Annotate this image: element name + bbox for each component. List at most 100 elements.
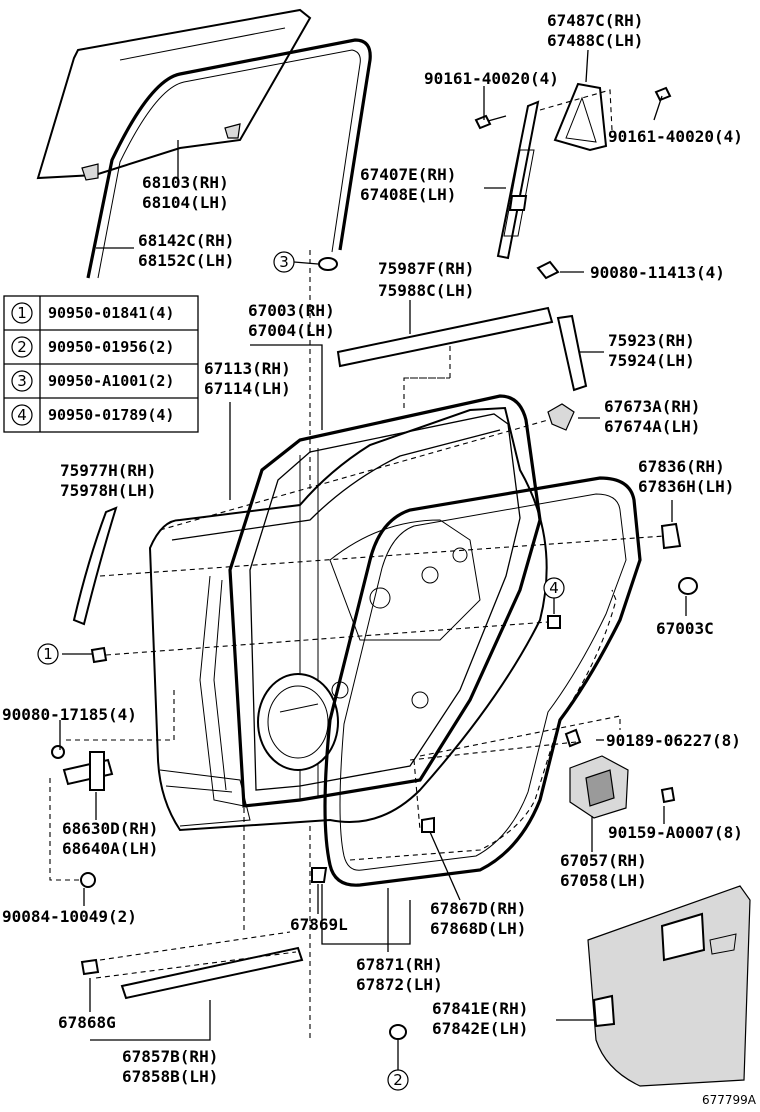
svg-text:2: 2	[393, 1071, 403, 1089]
part-label-90084-10049: 90084-10049(2)	[2, 907, 137, 926]
part-label-67003c: 67003C	[656, 619, 714, 638]
svg-text:67674A(LH): 67674A(LH)	[604, 417, 700, 436]
clip-drawings	[90, 522, 698, 1040]
door-glass-drawing	[36, 8, 312, 181]
svg-text:67841E(RH): 67841E(RH)	[432, 999, 528, 1018]
legend-marker: 2	[17, 338, 27, 356]
svg-text:67004(LH): 67004(LH)	[248, 321, 335, 340]
clip-3-drawing	[309, 250, 338, 1040]
part-label-75923: 75923(RH) 75924(LH)	[608, 331, 695, 370]
part-label-67841e: 67841E(RH) 67842E(LH)	[432, 999, 528, 1038]
svg-text:3: 3	[279, 253, 289, 271]
svg-text:67114(LH): 67114(LH)	[204, 379, 291, 398]
part-label-67673a: 67673A(RH) 67674A(LH)	[604, 397, 700, 436]
svg-text:68142C(RH): 68142C(RH)	[138, 231, 234, 250]
svg-text:67673A(RH): 67673A(RH)	[604, 397, 700, 416]
part-label-90161-40020-upper: 90161-40020(4)	[424, 69, 559, 88]
svg-text:68630D(RH): 68630D(RH)	[62, 819, 158, 838]
part-label-67868g: 67868G	[58, 1013, 116, 1032]
part-label-90189-06227: 90189-06227(8)	[606, 731, 741, 750]
part-label-67487c: 67487C(RH) 67488C(LH)	[547, 11, 643, 50]
legend-row: 1 90950-01841(4)	[11, 302, 174, 324]
part-label-90161-40020-right: 90161-40020(4)	[608, 127, 743, 146]
belt-weatherstrip-drawing	[80, 931, 304, 1000]
svg-text:67842E(LH): 67842E(LH)	[432, 1019, 528, 1038]
leader-lines	[59, 49, 687, 1041]
part-label-75987f: 75987F(RH) 75988C(LH)	[378, 259, 474, 300]
legend-part-code: 90950-01789(4)	[48, 406, 174, 424]
svg-text:67857B(RH): 67857B(RH)	[122, 1047, 218, 1066]
svg-text:67872(LH): 67872(LH)	[356, 975, 443, 994]
part-label-90080-17185: 90080-17185(4)	[2, 705, 137, 724]
part-label-67836: 67836(RH) 67836H(LH)	[638, 457, 734, 496]
door-seal-dashed-outline	[349, 589, 617, 861]
svg-text:75988C(LH): 75988C(LH)	[378, 281, 474, 300]
legend-part-code: 90950-A1001(2)	[48, 372, 174, 390]
svg-text:67003(RH): 67003(RH)	[248, 301, 335, 320]
part-label-90080-11413: 90080-11413(4)	[590, 263, 725, 282]
svg-text:67488C(LH): 67488C(LH)	[547, 31, 643, 50]
svg-text:67113(RH): 67113(RH)	[204, 359, 291, 378]
door-trim-board-drawing	[587, 885, 751, 1087]
svg-text:67836H(LH): 67836H(LH)	[638, 477, 734, 496]
legend-row: 4 90950-01789(4)	[11, 404, 174, 426]
legend-part-code: 90950-01956(2)	[48, 338, 174, 356]
svg-text:75924(LH): 75924(LH)	[608, 351, 695, 370]
svg-text:67407E(RH): 67407E(RH)	[360, 165, 456, 184]
svg-text:68152C(LH): 68152C(LH)	[138, 251, 234, 270]
door-check-drawing	[49, 745, 114, 888]
svg-text:75978H(LH): 75978H(LH)	[60, 481, 156, 500]
part-label-67869l: 67869L	[290, 915, 348, 934]
svg-text:1: 1	[43, 645, 53, 663]
svg-text:4: 4	[549, 579, 559, 597]
corner-piece-drawing	[547, 403, 575, 431]
svg-text:75977H(RH): 75977H(RH)	[60, 461, 156, 480]
door-inner-frame-drawing	[199, 394, 542, 808]
legend-part-code: 90950-01841(4)	[48, 304, 174, 322]
svg-text:68104(LH): 68104(LH)	[142, 193, 229, 212]
glass-run-drawing	[86, 38, 372, 279]
callout-marker-4: 4	[543, 577, 565, 614]
door-weatherstrip-drawing	[323, 476, 642, 887]
rear-pillar-moulding-drawing	[556, 314, 588, 392]
svg-text:67057(RH): 67057(RH)	[560, 851, 647, 870]
door-lock-actuator-drawing	[564, 728, 676, 819]
part-label-67871: 67871(RH) 67872(LH)	[356, 955, 443, 994]
belt-moulding-drawing	[336, 306, 554, 368]
svg-text:67858B(LH): 67858B(LH)	[122, 1067, 218, 1086]
division-bar-drawing	[496, 82, 613, 260]
callout-marker-3: 3	[273, 251, 319, 273]
part-label-68103: 68103(RH) 68104(LH)	[142, 173, 229, 212]
bolt-drawings	[474, 86, 672, 280]
legend-table: 1 90950-01841(4) 2 90950-01956(2) 3 9095…	[3, 295, 199, 433]
legend-row: 3 90950-A1001(2)	[11, 370, 174, 392]
part-label-67407e: 67407E(RH) 67408E(LH)	[360, 165, 456, 204]
part-label-67003: 67003(RH) 67004(LH)	[248, 301, 335, 340]
svg-text:67868D(LH): 67868D(LH)	[430, 919, 526, 938]
part-label-68142c: 68142C(RH) 68152C(LH)	[138, 231, 234, 270]
front-moulding-drawing	[72, 506, 118, 626]
part-label-68630d: 68630D(RH) 68640A(LH)	[62, 819, 158, 858]
svg-text:68640A(LH): 68640A(LH)	[62, 839, 158, 858]
svg-text:67867D(RH): 67867D(RH)	[430, 899, 526, 918]
callout-marker-2: 2	[387, 1040, 409, 1091]
part-label-67867d: 67867D(RH) 67868D(LH)	[430, 899, 526, 938]
part-label-67057: 67057(RH) 67058(LH)	[560, 851, 647, 890]
part-label-67857b: 67857B(RH) 67858B(LH)	[122, 1047, 218, 1086]
callout-marker-1: 1	[37, 643, 59, 665]
svg-text:67487C(RH): 67487C(RH)	[547, 11, 643, 30]
legend-marker: 4	[17, 406, 27, 424]
svg-text:68103(RH): 68103(RH)	[142, 173, 229, 192]
legend-marker: 3	[17, 372, 27, 390]
legend-marker: 1	[17, 304, 27, 322]
svg-text:75923(RH): 75923(RH)	[608, 331, 695, 350]
part-label-67113: 67113(RH) 67114(LH)	[204, 359, 291, 398]
svg-text:75987F(RH): 75987F(RH)	[378, 259, 474, 278]
door-panel-drawing	[148, 406, 548, 832]
svg-text:67058(LH): 67058(LH)	[560, 871, 647, 890]
svg-text:67836(RH): 67836(RH)	[638, 457, 725, 476]
legend-row: 2 90950-01956(2)	[11, 336, 174, 358]
diagram-id: 677799A	[702, 1093, 757, 1107]
part-label-75977h: 75977H(RH) 75978H(LH)	[60, 461, 156, 500]
